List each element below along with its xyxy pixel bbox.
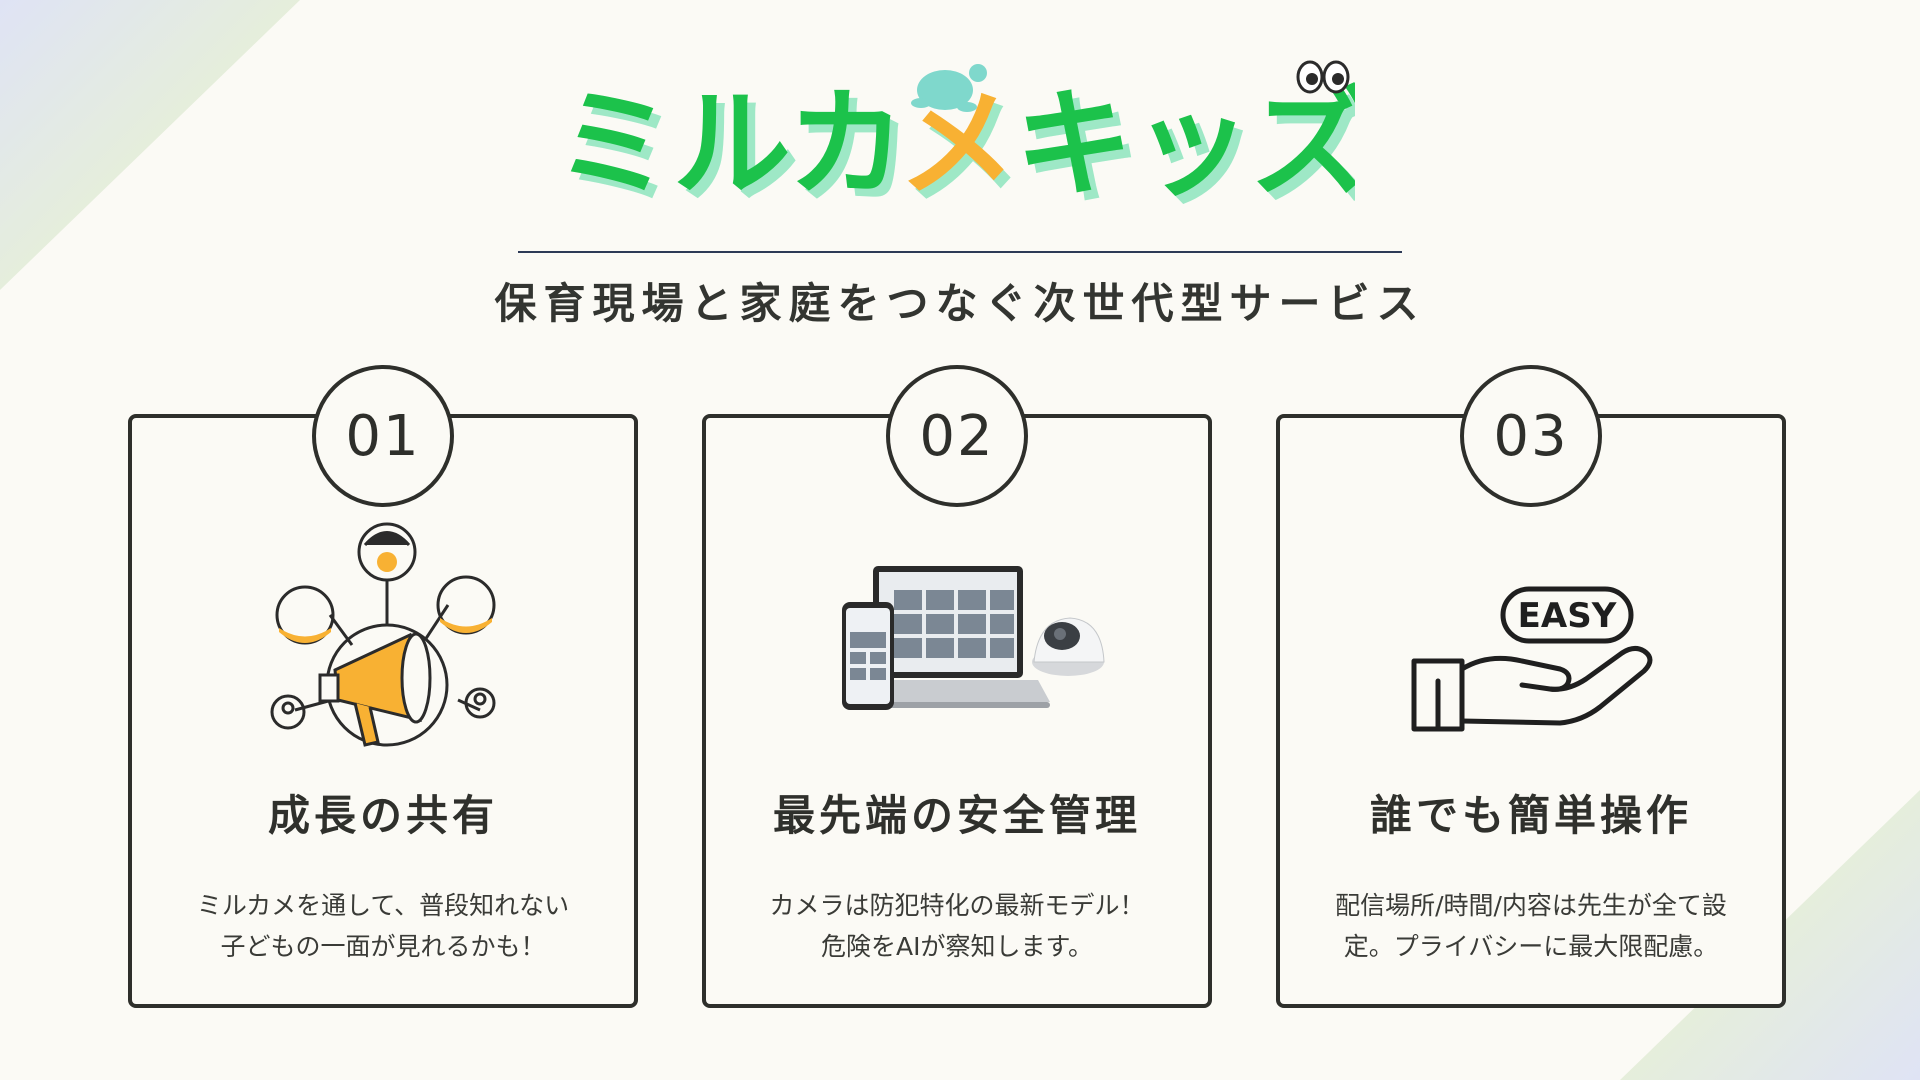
brand-logo: ミルカ ミルカ メ メ キッズ キッズ [555, 55, 1355, 215]
feature-description-line: 配信場所/時間/内容は先生が全て設 [1335, 891, 1727, 920]
feature-number-badge-3: 03 [1460, 365, 1602, 507]
feature-number-badge-2: 02 [886, 365, 1028, 507]
feature-card-2 [702, 414, 1212, 1008]
feature-description-line: 危険をAIが察知します。 [821, 932, 1093, 961]
page-subtitle: 保育現場と家庭をつなぐ次世代型サービス [494, 279, 1426, 328]
feature-description-line: 子どもの一面が見れるかも！ [220, 932, 546, 961]
svg-text:キッズ: キッズ [1015, 75, 1355, 213]
svg-text:ミルカ: ミルカ [563, 83, 913, 215]
megaphone-people-icon [270, 520, 500, 760]
feature-description-line: 定。プライバシーに最大限配慮。 [1343, 932, 1719, 961]
feature-description-line: ミルカメを通して、普段知れない [196, 891, 570, 920]
feature-title-2: 最先端の安全管理 [772, 791, 1141, 840]
feature-description-3: 配信場所/時間/内容は先生が全て設 定。プライバシーに最大限配慮。 [1276, 885, 1786, 967]
easy-label: EASY [1518, 596, 1617, 636]
feature-description-line: カメラは防犯特化の最新モデル！ [769, 891, 1145, 920]
feature-description-2: カメラは防犯特化の最新モデル！ 危険をAIが察知します。 [702, 885, 1212, 967]
svg-text:キッズ: キッズ [1023, 83, 1355, 215]
feature-number-badge-1: 01 [312, 365, 454, 507]
feature-title-3: 誰でも簡単操作 [1369, 791, 1692, 840]
title-divider [518, 251, 1402, 253]
feature-description-1: ミルカメを通して、普段知れない 子どもの一面が見れるかも！ [128, 885, 638, 967]
easy-hand-icon: EASY [1410, 583, 1660, 733]
laptop-phone-camera-icon [838, 562, 1118, 732]
feature-title-1: 成長の共有 [267, 791, 498, 840]
feature-card-3 [1276, 414, 1786, 1008]
corner-decoration-top-left [0, 0, 300, 290]
svg-text:ミルカ: ミルカ [555, 75, 905, 213]
